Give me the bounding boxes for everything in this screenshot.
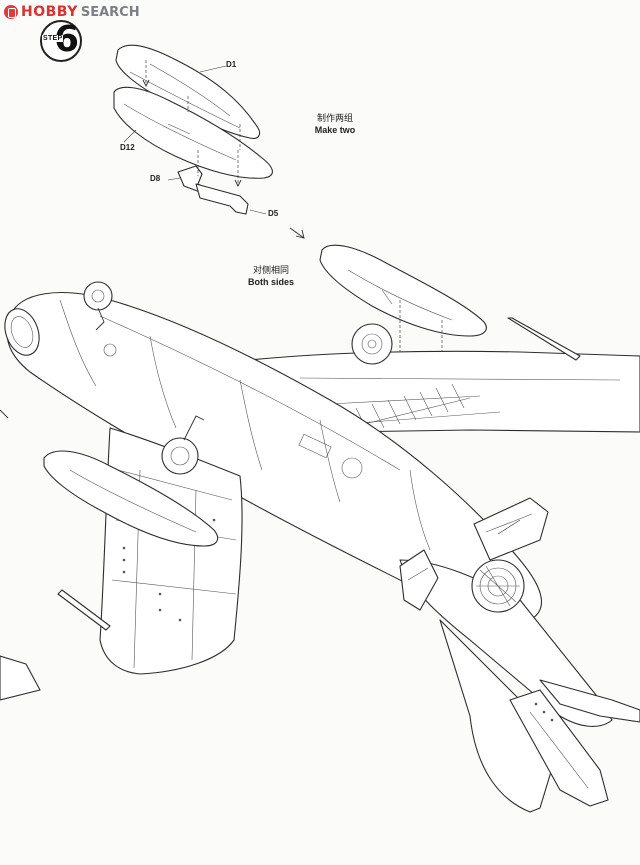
drop-tank-subassembly — [113, 44, 273, 215]
note-both-sides-cn: 对侧相同 — [252, 265, 289, 275]
watermark-brand: HOBBY — [21, 4, 78, 20]
watermark-site: SEARCH — [80, 4, 140, 20]
label-d8: D8 — [150, 174, 161, 183]
note-both-sides: 对侧相同 Both sides — [236, 264, 306, 288]
step-badge: 6 STEP — [40, 20, 82, 62]
hobbysearch-logo-icon — [4, 5, 18, 19]
note-both-sides-en: Both sides — [247, 277, 294, 287]
label-d12: D12 — [120, 143, 135, 152]
note-make-two-en: Make two — [314, 125, 356, 135]
label-d5: D5 — [268, 209, 279, 218]
part-d5 — [195, 183, 249, 215]
note-make-two: 制作两组 Make two — [300, 112, 370, 136]
step-label: STEP — [42, 35, 64, 42]
aircraft-airframe — [0, 281, 640, 813]
label-d1: D1 — [226, 60, 237, 69]
watermark: HOBBY SEARCH — [4, 3, 140, 21]
part-d12 — [113, 86, 273, 179]
dashed-arrow-icon — [289, 227, 305, 239]
note-make-two-cn: 制作两组 — [316, 113, 353, 123]
